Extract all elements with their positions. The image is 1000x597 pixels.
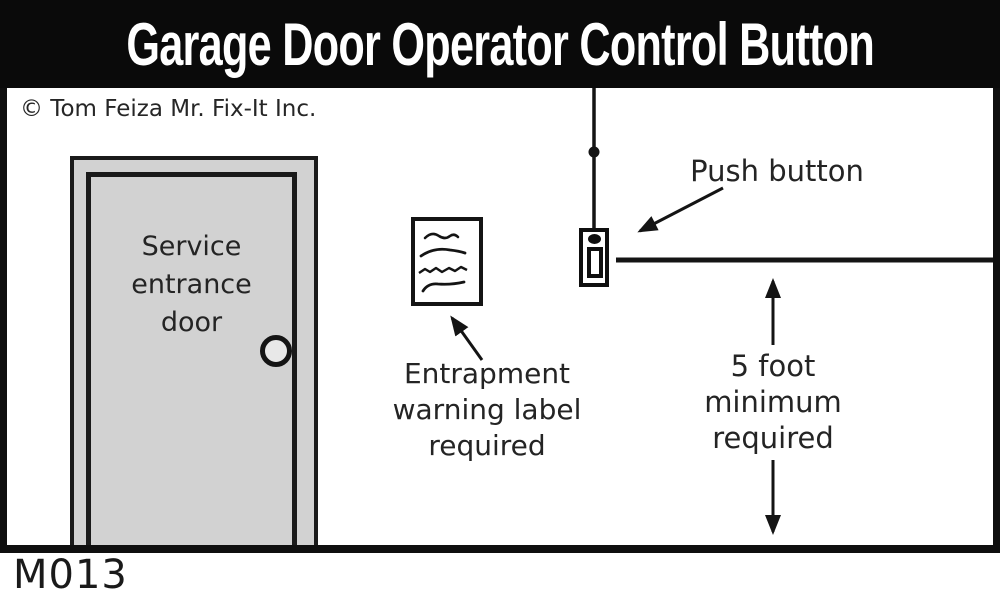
squiggle-line-2 (419, 247, 467, 258)
push-button-indicator-dot (588, 234, 601, 244)
clearance-label-line3: required (712, 421, 834, 455)
wire-junction-dot (588, 146, 600, 158)
diagram-code: M013 (13, 552, 128, 597)
squiggle-line-3 (418, 265, 468, 274)
entrapment-label-line3: required (428, 429, 546, 462)
clearance-label-text: 5 foot minimum required (687, 348, 859, 456)
push-button-arrow (637, 186, 724, 233)
floor-line (0, 545, 1000, 553)
entrapment-label-line2: warning label (392, 393, 582, 426)
warning-label-squiggles (418, 232, 468, 293)
title-bar: Garage Door Operator Control Button (0, 0, 1000, 88)
warning-label-arrow (450, 315, 484, 361)
frame-border-right (993, 88, 1000, 553)
push-button-label: Push button (690, 154, 864, 188)
clearance-label-line2: minimum (704, 385, 842, 419)
service-door-label: Service entrance door (86, 228, 297, 342)
frame-border-left (0, 88, 7, 553)
door-knob-icon (260, 335, 292, 367)
service-door-label-line2: entrance (131, 269, 252, 300)
service-door-label-line1: Service (141, 231, 242, 262)
squiggle-line-1 (423, 232, 460, 240)
entrapment-warning-label-text: Entrapment warning label required (377, 356, 597, 464)
squiggle-line-4 (421, 280, 466, 293)
service-door-label-line3: door (160, 307, 223, 338)
push-button-switch (587, 247, 603, 278)
clearance-label-line1: 5 foot (730, 349, 816, 383)
warning-label-document-icon (411, 217, 483, 306)
entrapment-label-line1: Entrapment (403, 357, 571, 390)
copyright-text: © Tom Feiza Mr. Fix-It Inc. (20, 96, 317, 122)
page-title: Garage Door Operator Control Button (126, 10, 874, 78)
